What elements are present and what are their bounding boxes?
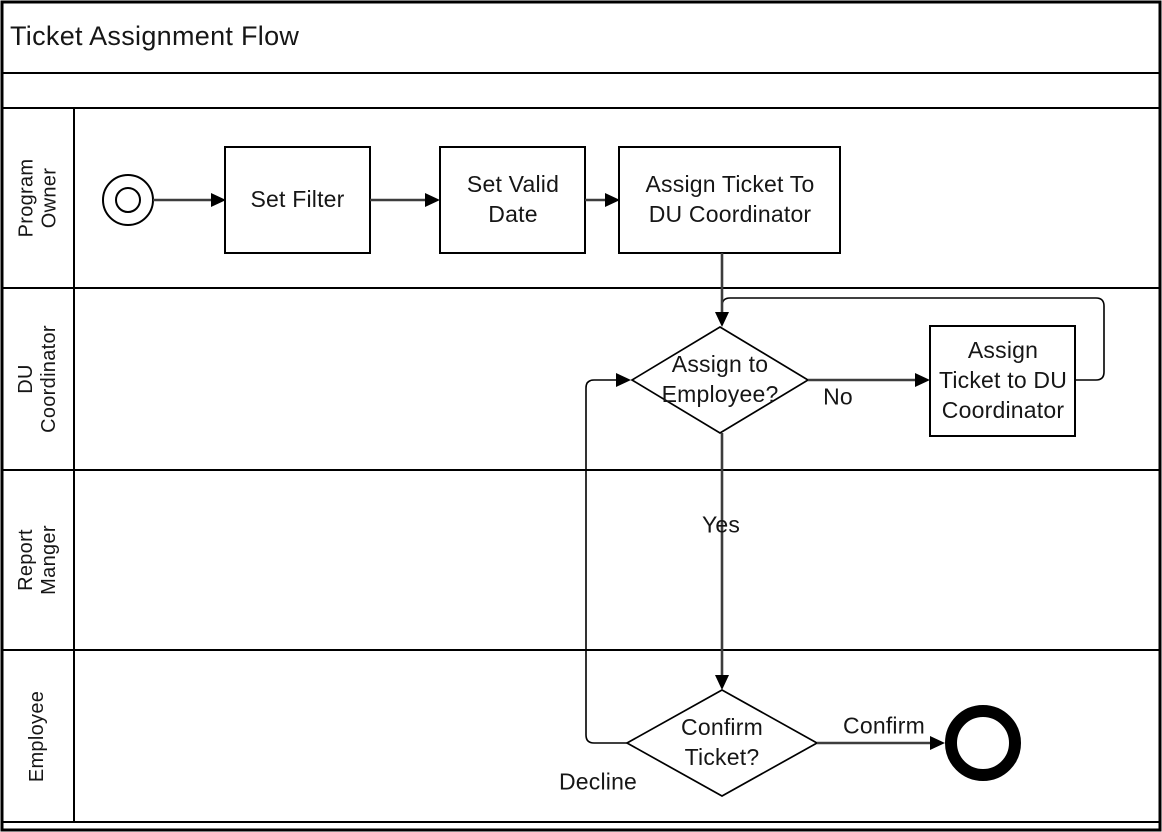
edge-label-confirm: Confirm (843, 712, 925, 739)
flow-no-arrowhead (915, 373, 930, 387)
flow-set-valid-date-arrowhead (425, 193, 440, 207)
diagram-title: Ticket Assignment Flow (10, 20, 300, 51)
flow-yes-arrowhead (715, 675, 729, 690)
lane-label-report-manger: Report Manger (2, 470, 74, 650)
task-assign-ticket-du-label: Assign Ticket to DU Coordinator (938, 337, 1068, 423)
task-assign-ticket-po-label: Assign Ticket To DU Coordinator (645, 171, 815, 227)
lane-label-du-coordinator: DU Coordinator (2, 288, 74, 470)
flow-gateway-top-arrowhead (715, 312, 729, 327)
loop-decline-arrowhead (616, 373, 631, 387)
task-set-valid-date-label: Set Valid Date (466, 171, 560, 227)
lane-label-employee: Employee (2, 650, 74, 822)
gateway-assign-to-employee-label: Assign to Employee? (661, 351, 779, 407)
flow-assign-arrowhead (605, 193, 620, 207)
start-event-inner-circle (115, 187, 141, 213)
lane-label-program-owner-text: Program Owner (15, 158, 61, 238)
flow-confirm-arrowhead (930, 736, 945, 750)
lane-label-employee-text: Employee (26, 690, 49, 782)
edge-label-yes: Yes (701, 511, 741, 538)
edge-label-no: No (823, 383, 853, 410)
loop-decline-connector (585, 379, 628, 744)
end-event-circle (945, 705, 1021, 781)
gateway-assign-to-employee-diamond (630, 326, 810, 434)
gateway-confirm-ticket-diamond (625, 689, 819, 797)
lane-label-program-owner: Program Owner (2, 108, 74, 288)
task-set-filter-label: Set Filter (250, 186, 345, 213)
task-assign-ticket-du-box (929, 325, 1076, 437)
edge-label-decline: Decline (558, 768, 638, 795)
loop-reassign-connector (721, 297, 1105, 381)
gateway-confirm-ticket-label: Confirm Ticket? (681, 714, 763, 770)
lane-label-report-manger-text: Report Manger (15, 525, 60, 595)
flow-start-arrowhead (211, 193, 226, 207)
lane-label-du-coordinator-text: DU Coordinator (15, 325, 60, 433)
